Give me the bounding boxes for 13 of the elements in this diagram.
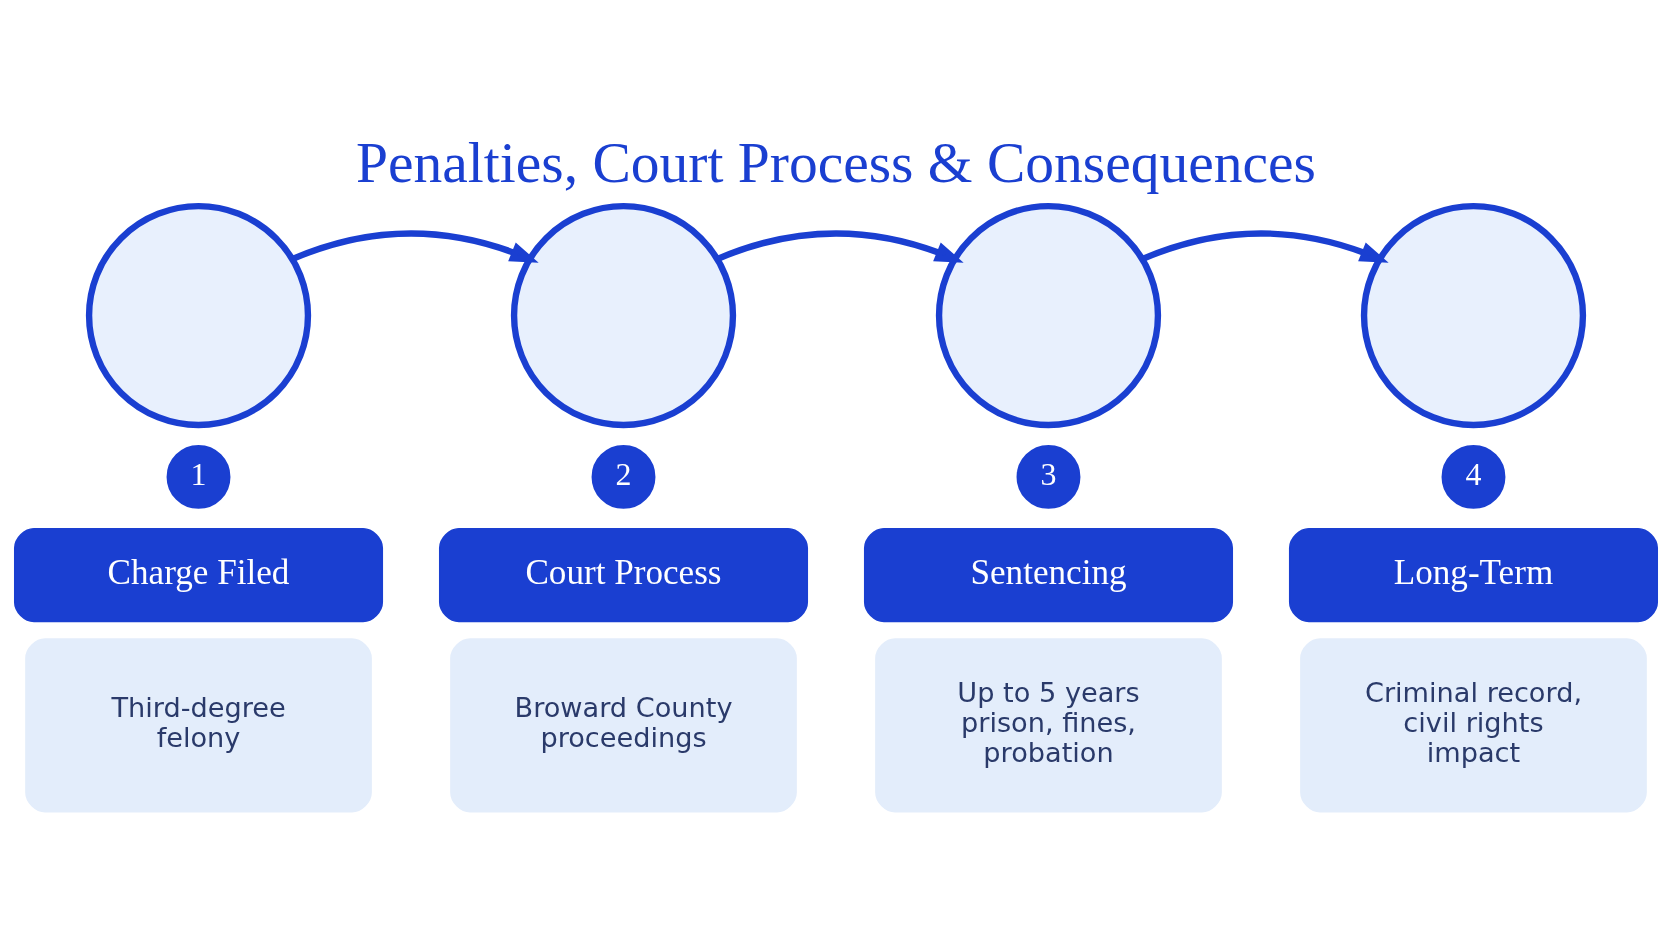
node-box: Criminal record, civil rights impact xyxy=(1300,638,1647,813)
node-box: Charge Filed xyxy=(13,528,384,623)
diagram-title: Penalties, Court Process & Consequences xyxy=(356,130,1316,194)
node-box: Court Process xyxy=(438,528,809,623)
node-box: Long-Term xyxy=(1288,528,1658,623)
arrow xyxy=(291,230,539,263)
node-box: Up to 5 years prison, fines, probation xyxy=(875,638,1222,813)
arrow xyxy=(1141,230,1389,263)
node-circle xyxy=(85,202,312,429)
node-box: Third-degree felony xyxy=(25,638,372,813)
arrow xyxy=(716,230,964,263)
node-box: Broward County proceedings xyxy=(450,638,797,813)
node-box: Sentencing xyxy=(863,528,1234,623)
